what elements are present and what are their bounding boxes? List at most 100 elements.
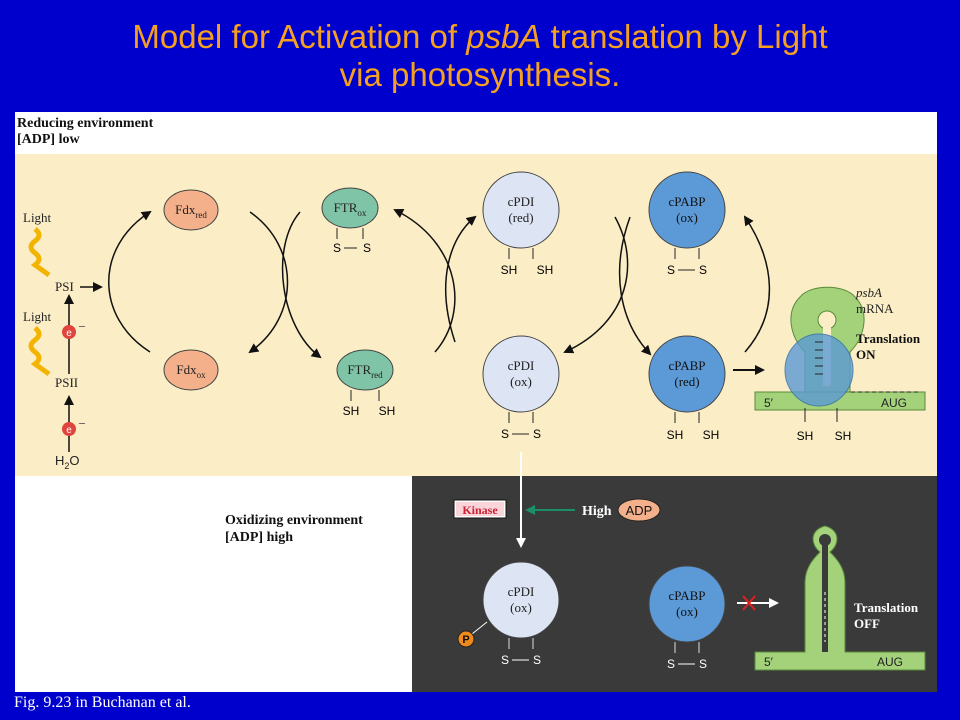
- light-label-1: Light: [23, 210, 52, 225]
- phosphate-icon: [457, 630, 475, 648]
- svg-text:cPDI: cPDI: [508, 584, 535, 599]
- svg-text:(ox): (ox): [676, 210, 698, 225]
- svg-text:(ox): (ox): [510, 600, 532, 615]
- translation-off-line2: OFF: [854, 616, 880, 631]
- ftr-red-sh-left: SH: [343, 404, 360, 418]
- cpabp-off-s-left: S: [667, 657, 675, 671]
- reducing-header-line2: [ADP] low: [17, 132, 80, 147]
- adp-badge: ADP: [617, 498, 661, 522]
- ftr-ox-node: FTRox S S: [321, 187, 379, 255]
- translation-off-line1: Translation: [854, 600, 919, 615]
- svg-text:FTRred: FTRred: [347, 362, 383, 380]
- cpabp-red-sh-left: SH: [667, 428, 684, 442]
- mrna-on-sh-left: SH: [797, 429, 814, 443]
- electron-icon-1: [62, 325, 76, 339]
- slide-title: Model for Activation of psbA translation…: [0, 18, 960, 94]
- aug-label-off: AUG: [877, 655, 903, 669]
- svg-text:(ox): (ox): [676, 604, 698, 619]
- cpabp-ox-s-left: S: [667, 263, 675, 277]
- ftr-reduction-arrow: [281, 211, 322, 359]
- cpabp-off-s-right: S: [699, 657, 707, 671]
- electron-label-1: e: [66, 328, 72, 339]
- psi-label: PSI: [55, 279, 74, 294]
- svg-text:cPABP: cPABP: [668, 588, 705, 603]
- svg-text:(red): (red): [674, 374, 699, 389]
- cycle-arrows: [108, 209, 771, 359]
- fdx-reduction-arrow: [108, 210, 152, 353]
- electron-minus-2: –: [78, 415, 86, 429]
- kinase-box: Kinase: [453, 499, 507, 519]
- fdx-red-node: Fdxred: [163, 189, 219, 231]
- cpdi-ox-s-left: S: [501, 427, 509, 441]
- translation-on-line1: Translation: [856, 331, 921, 346]
- electron-icon-2: [62, 422, 76, 436]
- svg-text:cPABP: cPABP: [668, 358, 705, 373]
- five-prime-label-off: 5′: [764, 655, 774, 669]
- svg-text:Fdxred: Fdxred: [175, 202, 207, 220]
- cpabp-reduction-arrow: [618, 216, 652, 356]
- svg-text:cPDI: cPDI: [508, 194, 535, 209]
- light-label-2: Light: [23, 309, 52, 324]
- electron-chain: Light PSI Light PSII e – e – H2O: [23, 210, 103, 471]
- figure-caption: Fig. 9.23 in Buchanan et al.: [14, 694, 191, 711]
- cpdi-p-s-left: S: [501, 653, 509, 667]
- cpdi-red-sh-right: SH: [537, 263, 554, 277]
- cpabp-oxidation-arrow: [743, 215, 771, 353]
- phosphate-label: P: [462, 634, 469, 646]
- cpdi-ox-node: cPDI (ox) S S: [482, 335, 560, 441]
- aug-label-on: AUG: [881, 396, 907, 410]
- diagram-panel: Reducing environment [ADP] low Oxidizing…: [15, 112, 937, 692]
- light-wave-icon-2: [28, 326, 51, 377]
- translation-on-line2: ON: [856, 347, 876, 362]
- svg-text:cPDI: cPDI: [508, 358, 535, 373]
- cpabp-bound-on: [784, 333, 854, 407]
- psba-italic-label: psbA: [855, 285, 882, 300]
- svg-text:(red): (red): [508, 210, 533, 225]
- cpabp-red-sh-right: SH: [703, 428, 720, 442]
- cpdi-red-node: cPDI (red) SH SH: [482, 171, 560, 277]
- mrna-translation-off: 5′ AUG Translation OFF: [754, 525, 926, 671]
- cpabp-ox-off-node: cPABP (ox) S S: [648, 565, 726, 671]
- ftr-red-node: FTRred SH SH: [336, 349, 396, 418]
- cpdi-oxidation-arrow: [563, 216, 629, 354]
- high-label: High: [582, 504, 612, 519]
- cpdi-reduction-arrow: [444, 215, 477, 343]
- title-line2: via photosynthesis.: [339, 56, 621, 93]
- fdx-oxidation-arrow: [248, 211, 289, 354]
- cpdi-p-s-right: S: [533, 653, 541, 667]
- five-prime-label-on: 5′: [764, 396, 774, 410]
- blocked-x-icon: [742, 595, 756, 611]
- fdx-ox-node: Fdxox: [163, 349, 219, 391]
- ftr-ox-s-right: S: [363, 241, 371, 255]
- psii-label: PSII: [55, 375, 78, 390]
- oxidizing-header-line2: [ADP] high: [225, 530, 293, 545]
- cpdi-ox-phospho-node: cPDI (ox) S S P: [457, 561, 560, 667]
- svg-text:Kinase: Kinase: [462, 503, 498, 517]
- ftr-red-sh-right: SH: [379, 404, 396, 418]
- ftr-oxidation-arrow: [393, 209, 456, 353]
- title-italic: psbA: [466, 18, 542, 55]
- cpdi-red-sh-left: SH: [501, 263, 518, 277]
- water-label: H2O: [55, 453, 80, 471]
- electron-minus-1: –: [78, 318, 86, 332]
- svg-text:cPABP: cPABP: [668, 194, 705, 209]
- svg-text:Fdxox: Fdxox: [176, 362, 206, 380]
- reducing-header-line1: Reducing environment: [17, 116, 154, 131]
- svg-text:ADP: ADP: [626, 503, 653, 518]
- title-suffix: translation by Light: [541, 18, 828, 55]
- mrna-hairpin-off: [754, 525, 926, 671]
- mrna-label: mRNA: [856, 301, 894, 316]
- cpabp-ox-node: cPABP (ox) S S: [648, 171, 726, 277]
- ftr-ox-s-left: S: [333, 241, 341, 255]
- mrna-translation-on: 5′ AUG SH SH psbA mRNA Translation ON: [754, 285, 926, 443]
- cpabp-ox-s-right: S: [699, 263, 707, 277]
- title-prefix: Model for Activation of: [132, 18, 467, 55]
- electron-label-2: e: [66, 425, 72, 436]
- cpabp-red-node: cPABP (red) SH SH: [648, 335, 726, 442]
- light-wave-icon-1: [28, 227, 51, 278]
- svg-text:(ox): (ox): [510, 374, 532, 389]
- oxidizing-header-line1: Oxidizing environment: [225, 513, 363, 528]
- cpdi-ox-s-right: S: [533, 427, 541, 441]
- mrna-on-sh-right: SH: [835, 429, 852, 443]
- svg-text:FTRox: FTRox: [334, 200, 367, 218]
